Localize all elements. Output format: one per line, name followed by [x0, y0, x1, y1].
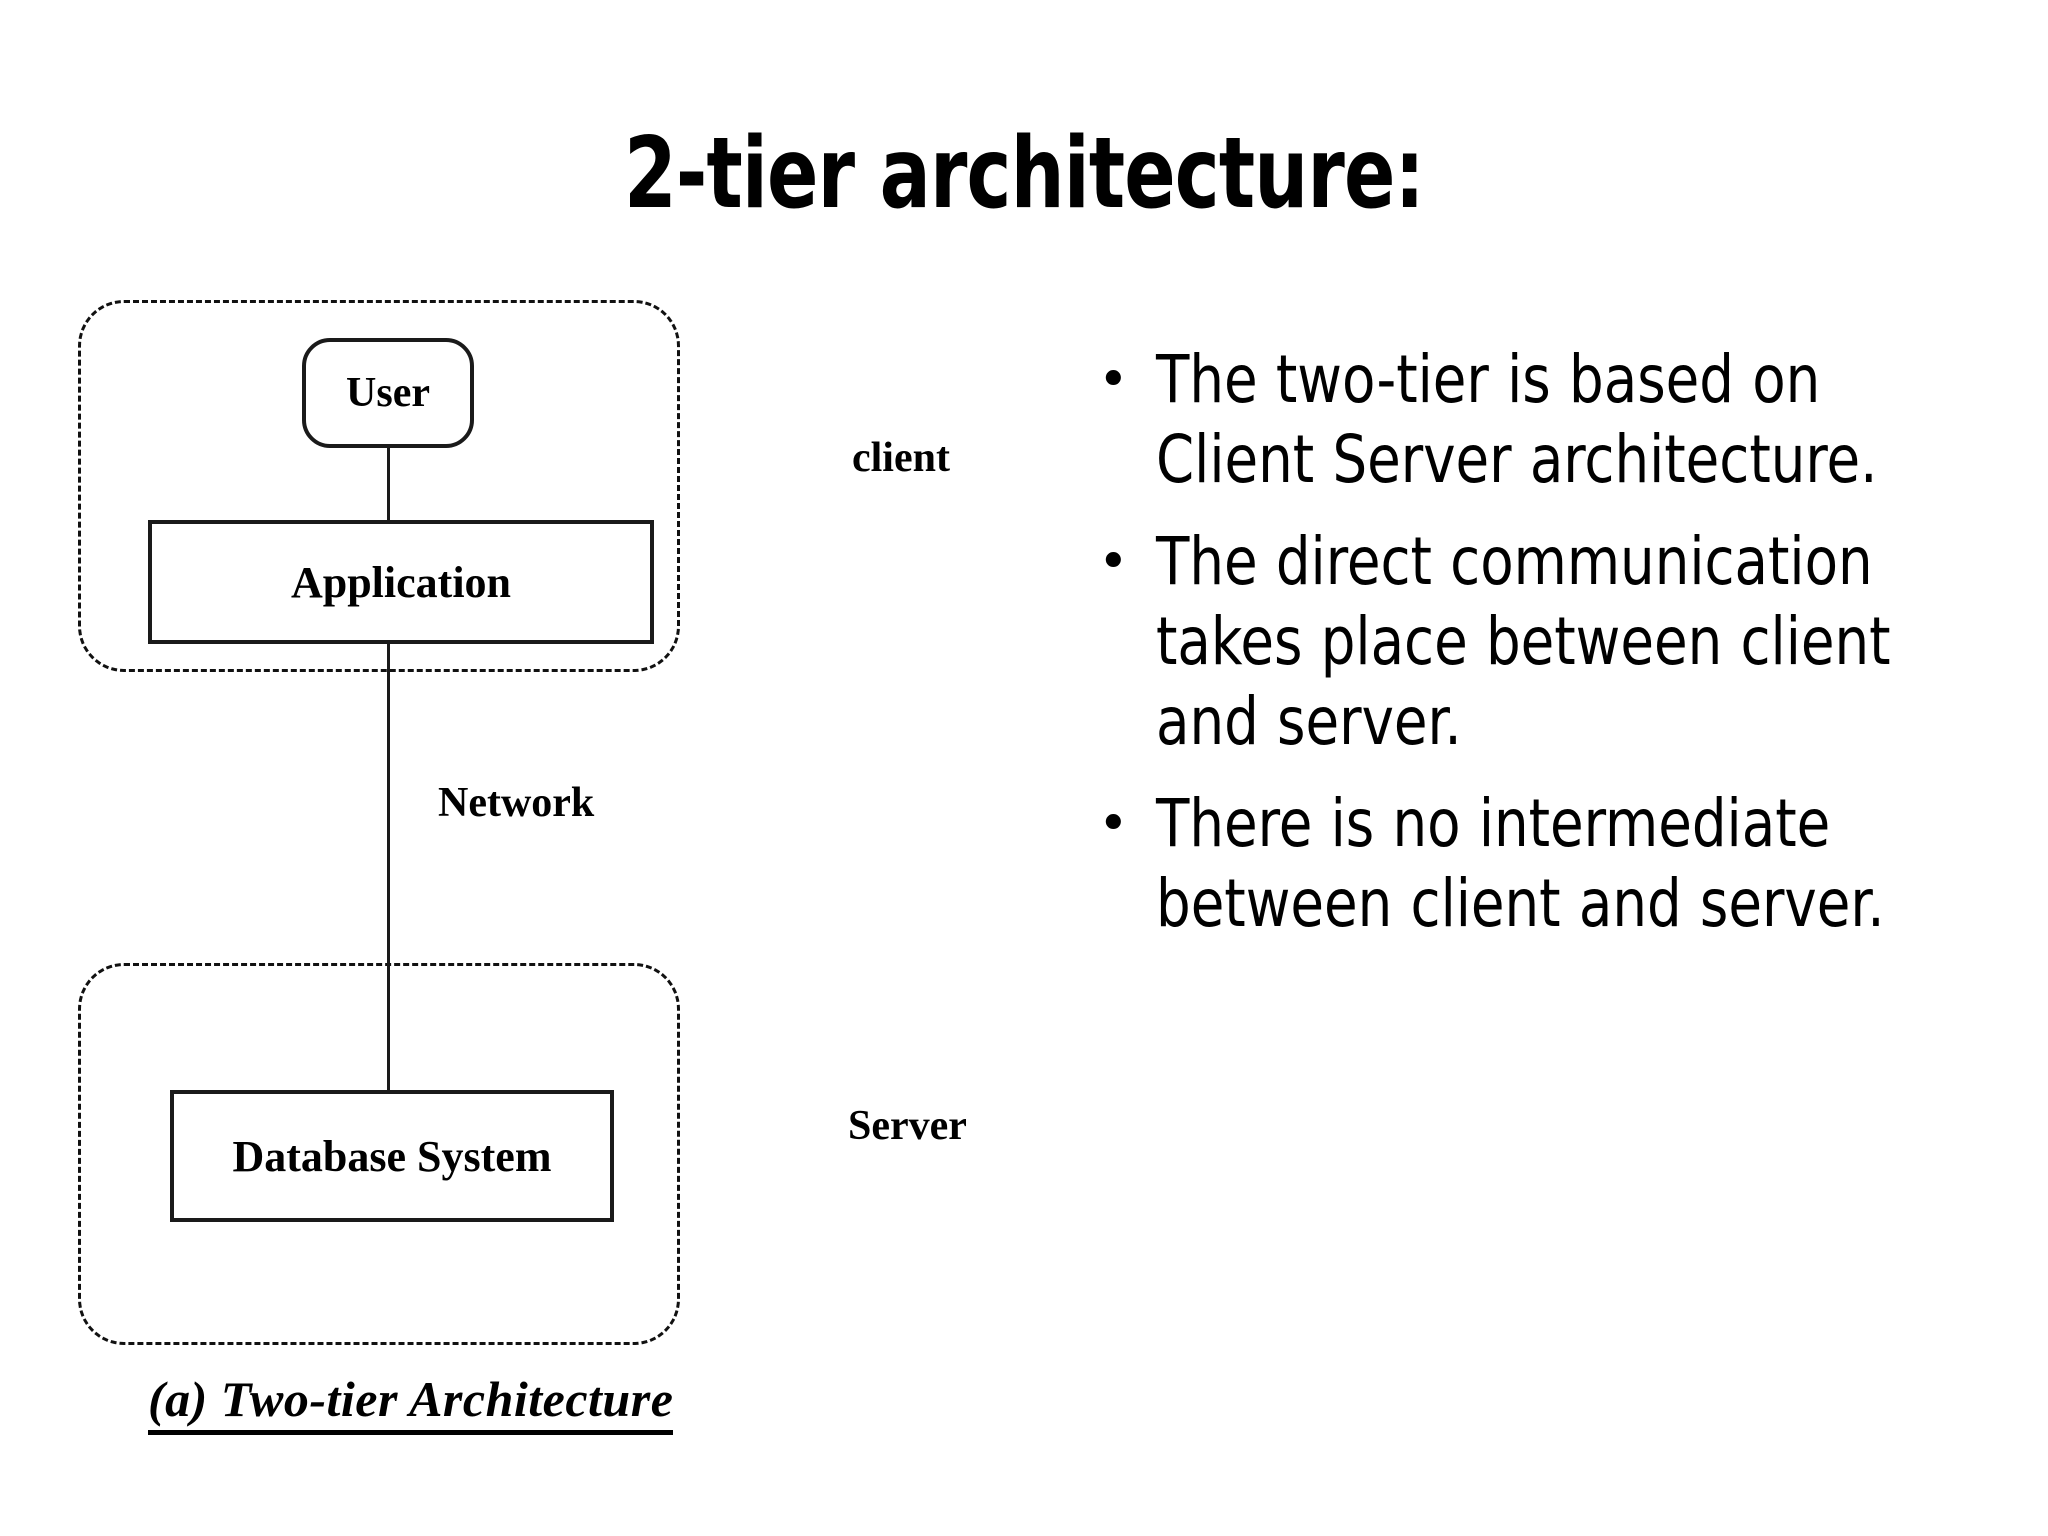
figure-caption: (a) Two-tier Architecture — [148, 1370, 674, 1435]
label-server: Server — [848, 1103, 967, 1149]
node-user: User — [302, 338, 474, 448]
label-network: Network — [438, 780, 595, 826]
node-database-system: Database System — [170, 1090, 614, 1222]
list-item: • The direct communication takes place b… — [1090, 522, 2020, 762]
bullet-list: • The two-tier is based on Client Server… — [1090, 340, 2020, 966]
bullet-text: The direct communication takes place bet… — [1156, 523, 1891, 760]
two-tier-architecture-diagram: User Application Database System client … — [40, 280, 1060, 1480]
list-item: • There is no intermediate between clien… — [1090, 784, 2020, 944]
bullet-text: There is no intermediate between client … — [1156, 785, 1885, 942]
list-item: • The two-tier is based on Client Server… — [1090, 340, 2020, 500]
label-client: client — [852, 435, 950, 481]
bullet-text: The two-tier is based on Client Server a… — [1156, 341, 1878, 498]
bullet-point-icon: • — [1098, 350, 1129, 410]
bullet-point-icon: • — [1098, 794, 1129, 854]
connector-user-to-application — [387, 440, 390, 526]
node-application: Application — [148, 520, 654, 644]
server-zone-boundary — [78, 963, 680, 1345]
bullet-point-icon: • — [1098, 532, 1129, 592]
client-zone-boundary — [78, 300, 680, 672]
page-title: 2-tier architecture: — [623, 117, 1425, 231]
connector-application-to-database — [387, 640, 390, 1096]
